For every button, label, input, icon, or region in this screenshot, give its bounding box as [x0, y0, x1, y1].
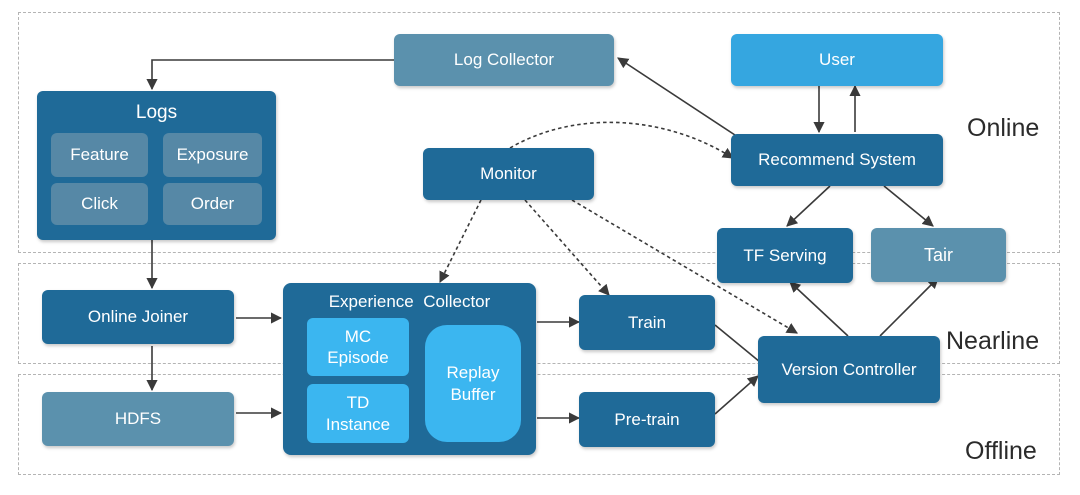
mc-episode-cell: MC Episode: [307, 318, 409, 376]
tair-node: Tair: [871, 228, 1006, 282]
version-controller-node: Version Controller: [758, 336, 940, 403]
user-node: User: [731, 34, 943, 86]
click-cell: Click: [51, 183, 148, 225]
pre-train-node: Pre-train: [579, 392, 715, 447]
monitor-node: Monitor: [423, 148, 594, 200]
online-joiner-node: Online Joiner: [42, 290, 234, 344]
logs-group: Logs Feature Exposure Click Order: [37, 91, 276, 240]
order-cell: Order: [163, 183, 262, 225]
tf-serving-node: TF Serving: [717, 228, 853, 283]
train-node: Train: [579, 295, 715, 350]
exposure-cell: Exposure: [163, 133, 262, 177]
td-instance-cell: TD Instance: [307, 384, 409, 443]
offline-zone-label: Offline: [965, 437, 1037, 465]
nearline-zone-label: Nearline: [946, 327, 1040, 355]
logs-title: Logs: [135, 102, 178, 123]
replay-buffer-cell: Replay Buffer: [425, 325, 521, 442]
online-zone-label: Online: [967, 114, 1040, 142]
recommend-system-node: Recommend System: [731, 134, 943, 186]
feature-cell: Feature: [51, 133, 148, 177]
experience-collector-group: Experience Collector MC Episode TD Insta…: [283, 283, 536, 455]
experience-collector-title: Experience Collector: [328, 292, 491, 311]
hdfs-node: HDFS: [42, 392, 234, 446]
offline-zone: [18, 374, 1060, 475]
log-collector-node: Log Collector: [394, 34, 614, 86]
